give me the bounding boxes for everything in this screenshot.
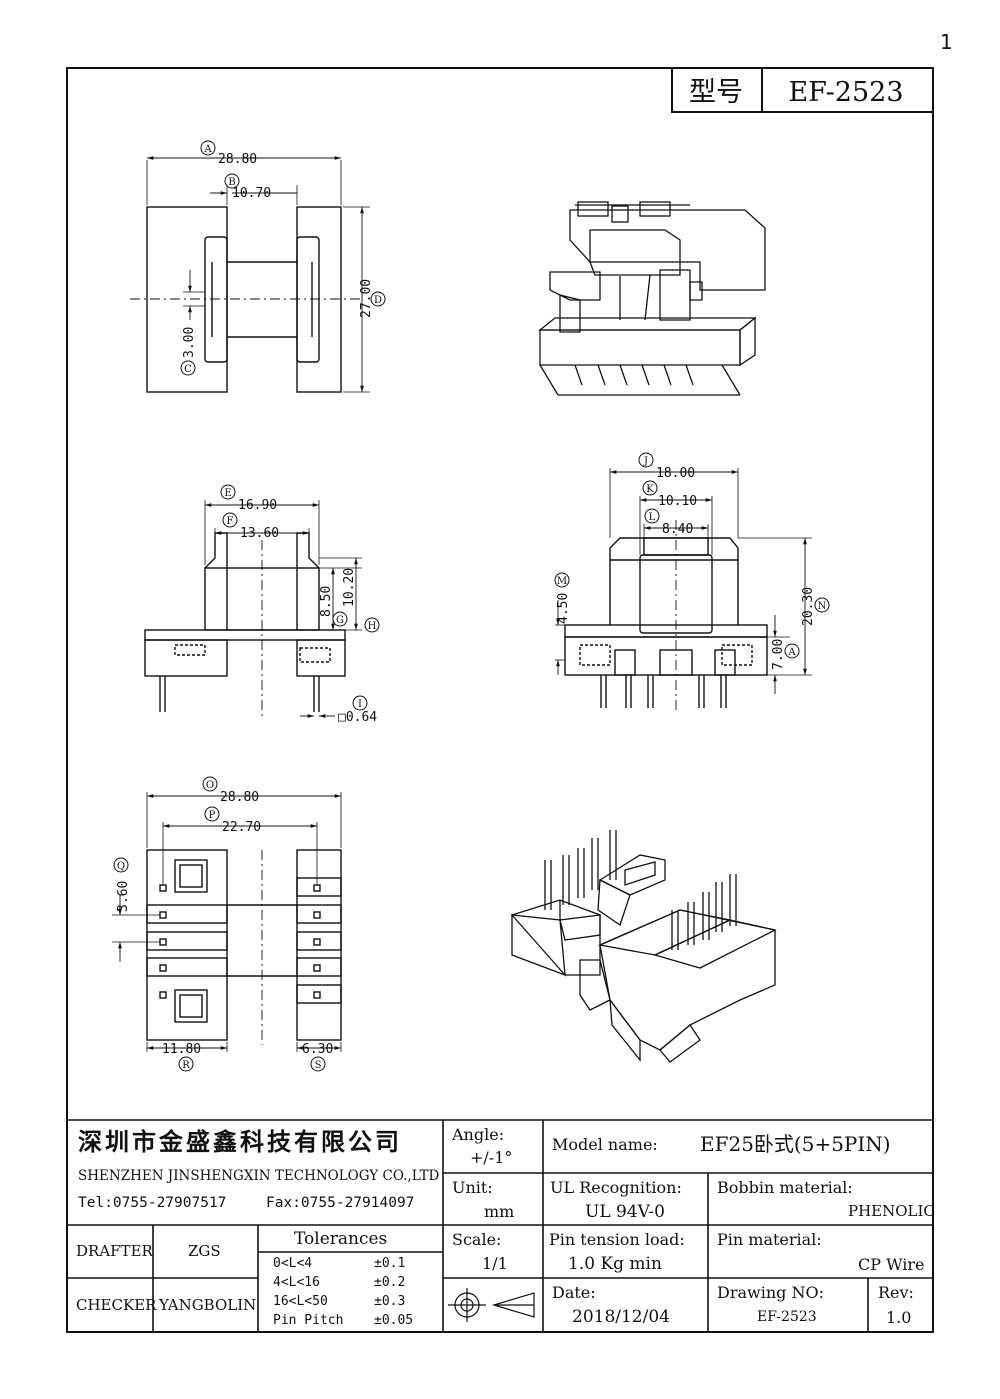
dim-p: 22.70 bbox=[222, 820, 261, 835]
tolerance-value-2: ±0.2 bbox=[374, 1275, 406, 1290]
balloon-k: K bbox=[646, 484, 654, 495]
front-view bbox=[555, 468, 812, 712]
bobbin-value: PHENOLIC bbox=[848, 1202, 935, 1220]
model-value: EF-2523 bbox=[788, 77, 903, 108]
balloon-e: E bbox=[224, 488, 231, 499]
balloon-a2: A bbox=[787, 647, 796, 658]
date-value: 2018/12/04 bbox=[572, 1307, 670, 1327]
scale-label: Scale: bbox=[452, 1230, 502, 1249]
company-tel: Tel:0755-27907517 bbox=[78, 1195, 227, 1211]
balloon-r: R bbox=[182, 1060, 190, 1071]
bottom-view-dimensions: O 28.80 P 22.70 Q 3.60 11.80 R 6.30 S bbox=[113, 776, 333, 1072]
bobbin-label: Bobbin material: bbox=[717, 1178, 853, 1197]
dim-h: 10.20 bbox=[342, 568, 357, 607]
dim-f: 13.60 bbox=[240, 526, 279, 541]
ul-value: UL 94V-0 bbox=[585, 1202, 665, 1222]
dim-b: 10.70 bbox=[232, 186, 271, 201]
tolerance-range-4: Pin Pitch bbox=[273, 1313, 344, 1328]
pin-material-label: Pin material: bbox=[717, 1230, 822, 1249]
dim-d: 27.00 bbox=[359, 279, 374, 318]
tolerance-value-4: ±0.05 bbox=[374, 1313, 414, 1328]
checker-label: CHECKER bbox=[76, 1296, 157, 1314]
drawing-no-value: EF-2523 bbox=[757, 1309, 817, 1325]
pin-material-value: CP Wire bbox=[858, 1255, 925, 1274]
drawing-no-label: Drawing NO: bbox=[717, 1283, 824, 1302]
model-label: 型号 bbox=[689, 77, 743, 108]
dim-m: 4.50 bbox=[556, 593, 571, 624]
angle-label: Angle: bbox=[452, 1125, 505, 1144]
balloon-h: H bbox=[368, 621, 377, 632]
balloon-f: F bbox=[227, 516, 234, 527]
tolerance-range-3: 16<L<50 bbox=[273, 1294, 328, 1309]
unit-label: Unit: bbox=[452, 1178, 493, 1197]
projection-symbol-icon bbox=[448, 1288, 535, 1322]
checker-value: YANGBOLIN bbox=[159, 1296, 257, 1314]
company-fax: Fax:0755-27914097 bbox=[266, 1195, 415, 1211]
isometric-view-top bbox=[538, 201, 766, 396]
drawing-frame bbox=[66, 67, 934, 1333]
rev-label: Rev: bbox=[878, 1283, 914, 1302]
balloon-j: J bbox=[643, 456, 648, 467]
dim-r: 11.80 bbox=[162, 1042, 201, 1057]
dim-i: □0.64 bbox=[338, 710, 377, 725]
dim-c: 3.00 bbox=[182, 327, 197, 358]
company-name-en: SHENZHEN JINSHENGXIN TECHNOLOGY CO.,LTD bbox=[78, 1168, 440, 1184]
balloon-s: S bbox=[315, 1060, 322, 1071]
pin-tension-label: Pin tension load: bbox=[549, 1230, 685, 1249]
model-name-label: Model name: bbox=[552, 1135, 658, 1154]
balloon-g: G bbox=[336, 615, 344, 626]
bottom-view bbox=[112, 792, 342, 1052]
dim-l: 8.40 bbox=[662, 522, 693, 537]
top-view-dimensions: A 28.80 B 10.70 27.00 D 3.00 C bbox=[180, 140, 386, 376]
rev-value: 1.0 bbox=[886, 1308, 912, 1327]
balloon-p: P bbox=[209, 810, 216, 821]
dim-e: 16.90 bbox=[238, 498, 277, 513]
unit-value: mm bbox=[484, 1202, 515, 1221]
dim-k: 10.10 bbox=[658, 494, 697, 509]
dim-a: 28.80 bbox=[218, 152, 257, 167]
pin-tension-value: 1.0 Kg min bbox=[568, 1254, 662, 1274]
date-label: Date: bbox=[552, 1283, 596, 1302]
scale-value: 1/1 bbox=[482, 1254, 508, 1273]
title-block-grid bbox=[67, 1119, 933, 1332]
tolerances-title: Tolerances bbox=[294, 1229, 388, 1249]
dim-s: 6.30 bbox=[302, 1042, 333, 1057]
balloon-l: L bbox=[649, 512, 656, 523]
balloon-m: M bbox=[557, 576, 567, 587]
ul-label: UL Recognition: bbox=[550, 1178, 682, 1197]
dim-j: 18.00 bbox=[656, 466, 695, 481]
tolerance-range-1: 0<L<4 bbox=[273, 1256, 313, 1271]
drafter-label: DRAFTER bbox=[76, 1242, 153, 1260]
dim-o: 28.80 bbox=[220, 790, 259, 805]
angle-value: +/-1° bbox=[470, 1148, 513, 1167]
tolerance-value-3: ±0.3 bbox=[374, 1294, 406, 1309]
page-number: 1 bbox=[940, 30, 953, 54]
company-name-cn: 深圳市金盛鑫科技有限公司 bbox=[78, 1127, 402, 1156]
isometric-view-bottom bbox=[510, 830, 777, 1063]
side-view-dimensions: E 16.90 F 13.60 8.50 10.20 G H I □0.64 bbox=[220, 484, 380, 725]
balloon-d: D bbox=[374, 295, 382, 306]
dim-g: 8.50 bbox=[319, 586, 334, 617]
model-header: 型号 EF-2523 bbox=[671, 67, 934, 113]
model-name-value: EF25卧式(5+5PIN) bbox=[700, 1132, 891, 1156]
balloon-i: I bbox=[358, 699, 362, 710]
front-view-dimensions: J 18.00 K 10.10 L 8.40 M 4.50 20.30 N 7.… bbox=[554, 452, 830, 670]
top-view bbox=[130, 156, 370, 393]
side-view bbox=[144, 500, 362, 720]
dim-q: 3.60 bbox=[116, 881, 131, 912]
balloon-q: Q bbox=[117, 861, 125, 872]
balloon-c: C bbox=[184, 364, 192, 375]
balloon-o: O bbox=[206, 780, 214, 791]
balloon-a: A bbox=[203, 144, 212, 155]
balloon-n: N bbox=[818, 601, 827, 612]
dim-n: 20.30 bbox=[801, 587, 816, 626]
drafter-value: ZGS bbox=[188, 1242, 221, 1260]
tolerance-range-2: 4<L<16 bbox=[273, 1275, 320, 1290]
tolerance-value-1: ±0.1 bbox=[374, 1256, 406, 1271]
balloon-b: B bbox=[228, 177, 235, 188]
dim-a2: 7.00 bbox=[771, 639, 786, 670]
